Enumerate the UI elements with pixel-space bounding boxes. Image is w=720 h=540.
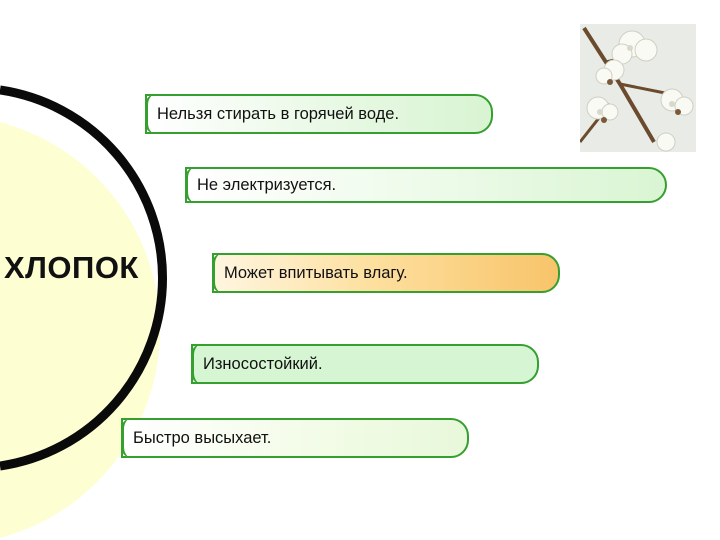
property-item-4: Износостойкий. xyxy=(191,344,539,384)
property-item-5: Быстро высыхает. xyxy=(121,418,469,458)
property-item-1: Нельзя стирать в горячей воде. xyxy=(145,94,493,134)
property-label: Износостойкий. xyxy=(203,354,323,373)
center-title: ХЛОПОК xyxy=(4,250,139,285)
property-label: Быстро высыхает. xyxy=(133,428,272,447)
property-label: Нельзя стирать в горячей воде. xyxy=(157,104,400,123)
property-item-3: Может впитывать влагу. xyxy=(212,253,560,293)
property-label: Может впитывать влагу. xyxy=(224,263,408,282)
property-label: Не электризуется. xyxy=(197,175,337,194)
property-item-2: Не электризуется. xyxy=(185,167,667,203)
cotton-photo xyxy=(580,24,696,152)
